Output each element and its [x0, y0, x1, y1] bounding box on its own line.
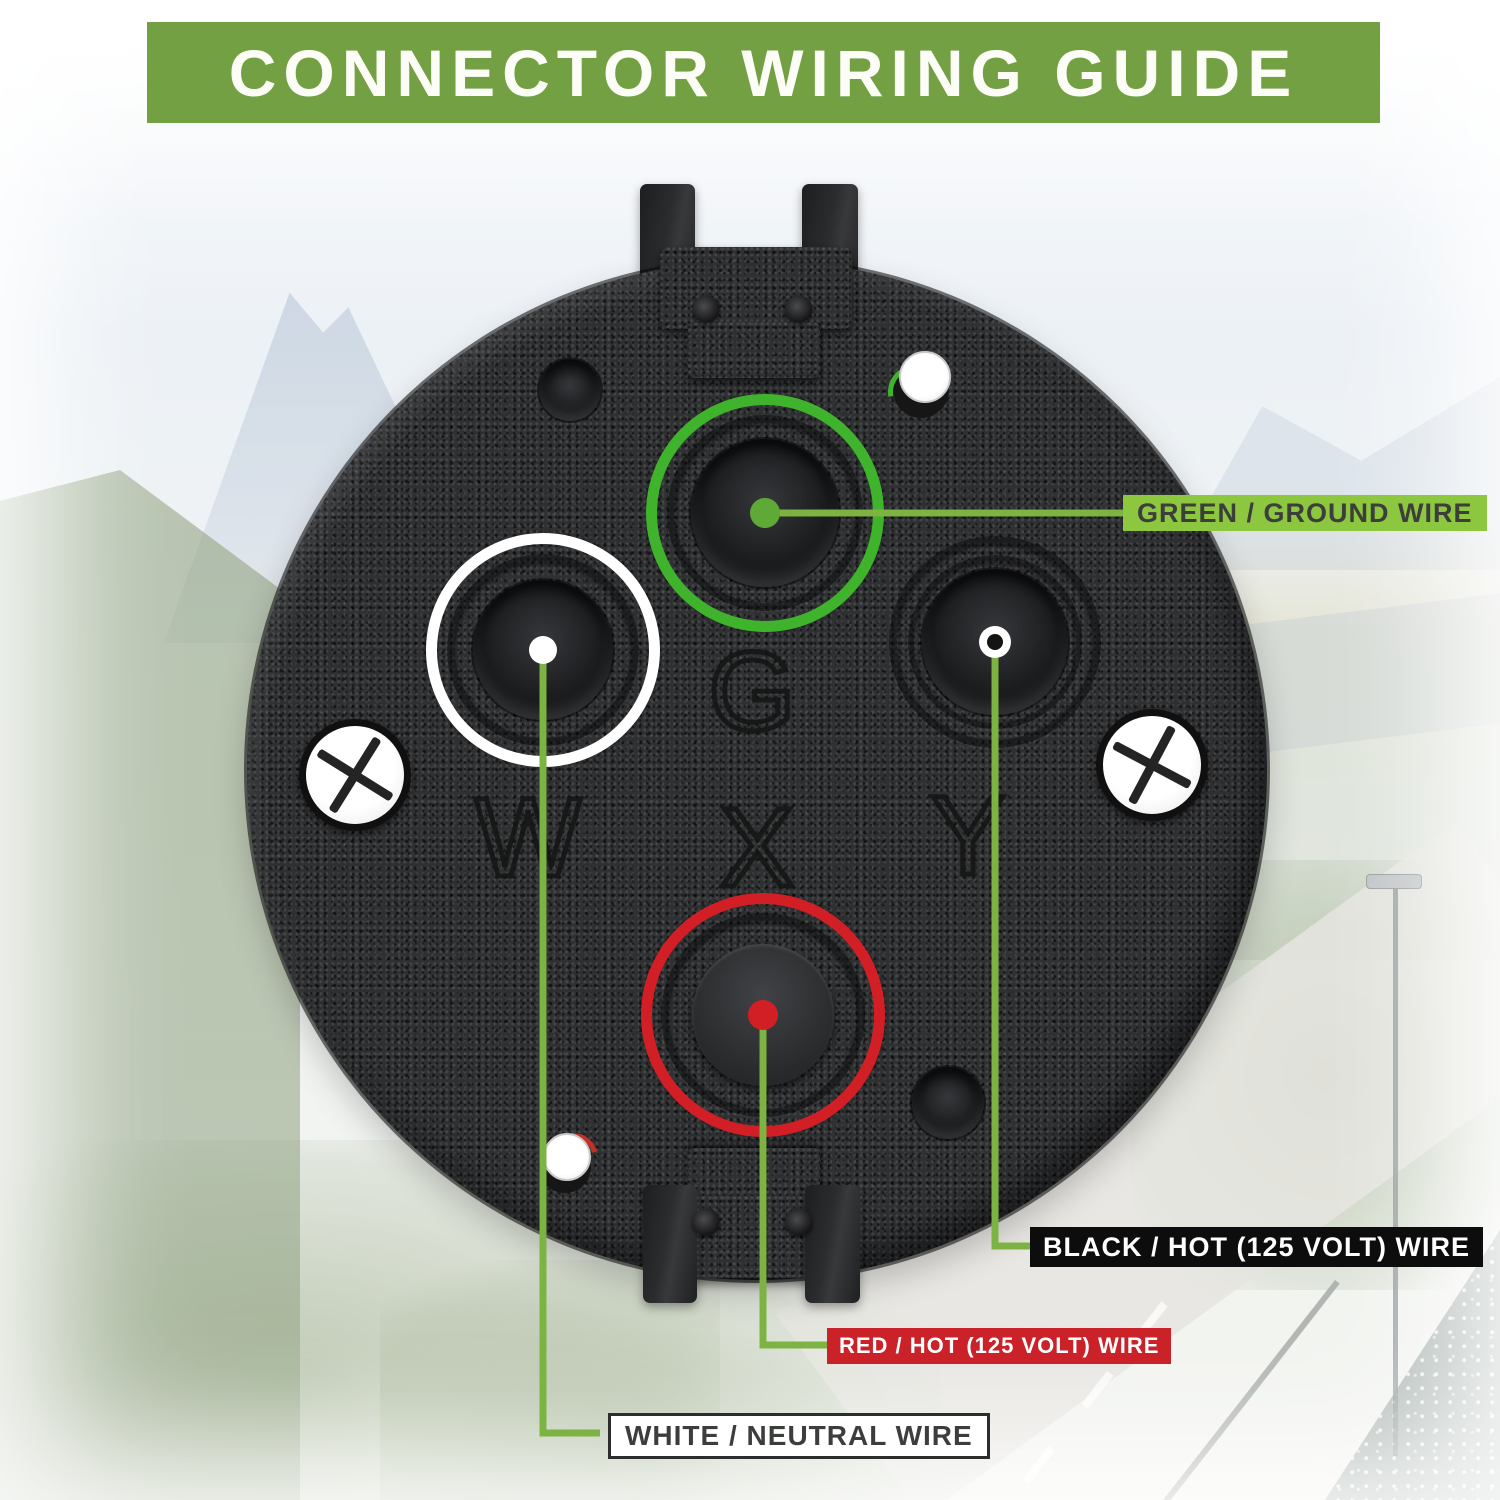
clamp-screw-bottom-right	[785, 1208, 813, 1236]
terminal-letter-g: G	[706, 629, 798, 754]
neutral-highlight-ring	[426, 533, 660, 767]
mounting-hole-bottom-right	[912, 1067, 984, 1139]
label-neutral-wire: WHITE / NEUTRAL WIRE	[608, 1413, 990, 1459]
hot-red-highlight-ring	[641, 893, 885, 1137]
peg-bottom-left	[543, 1133, 591, 1181]
clamp-bracket-top	[660, 247, 852, 329]
clamp-screw-top-left	[692, 295, 720, 323]
ground-highlight-ring	[646, 394, 884, 632]
terminal-letter-w: W	[473, 775, 584, 900]
terminal-letter-x: X	[717, 785, 797, 910]
clamp-bracket-top-tab	[688, 322, 820, 378]
lamppost-pole	[1393, 888, 1398, 1456]
peg-top-right	[899, 351, 951, 403]
terminal-y-hole	[922, 569, 1068, 715]
label-hot-red-wire: RED / HOT (125 VOLT) WIRE	[827, 1328, 1172, 1364]
terminal-letter-y: Y	[928, 773, 1008, 898]
title-banner: CONNECTOR WIRING GUIDE	[147, 22, 1380, 123]
clamp-arm-bottom-left	[643, 1185, 697, 1303]
clamp-arm-bottom-right	[805, 1185, 860, 1303]
clamp-screw-top-right	[785, 295, 813, 323]
clamp-screw-bottom-left	[692, 1208, 720, 1236]
label-hot-black-wire: BLACK / HOT (125 VOLT) WIRE	[1030, 1227, 1484, 1267]
lamppost-head	[1366, 874, 1422, 889]
screw-left	[299, 719, 411, 831]
mounting-hole-top-left	[539, 359, 601, 421]
label-ground-wire: GREEN / GROUND WIRE	[1123, 495, 1487, 531]
